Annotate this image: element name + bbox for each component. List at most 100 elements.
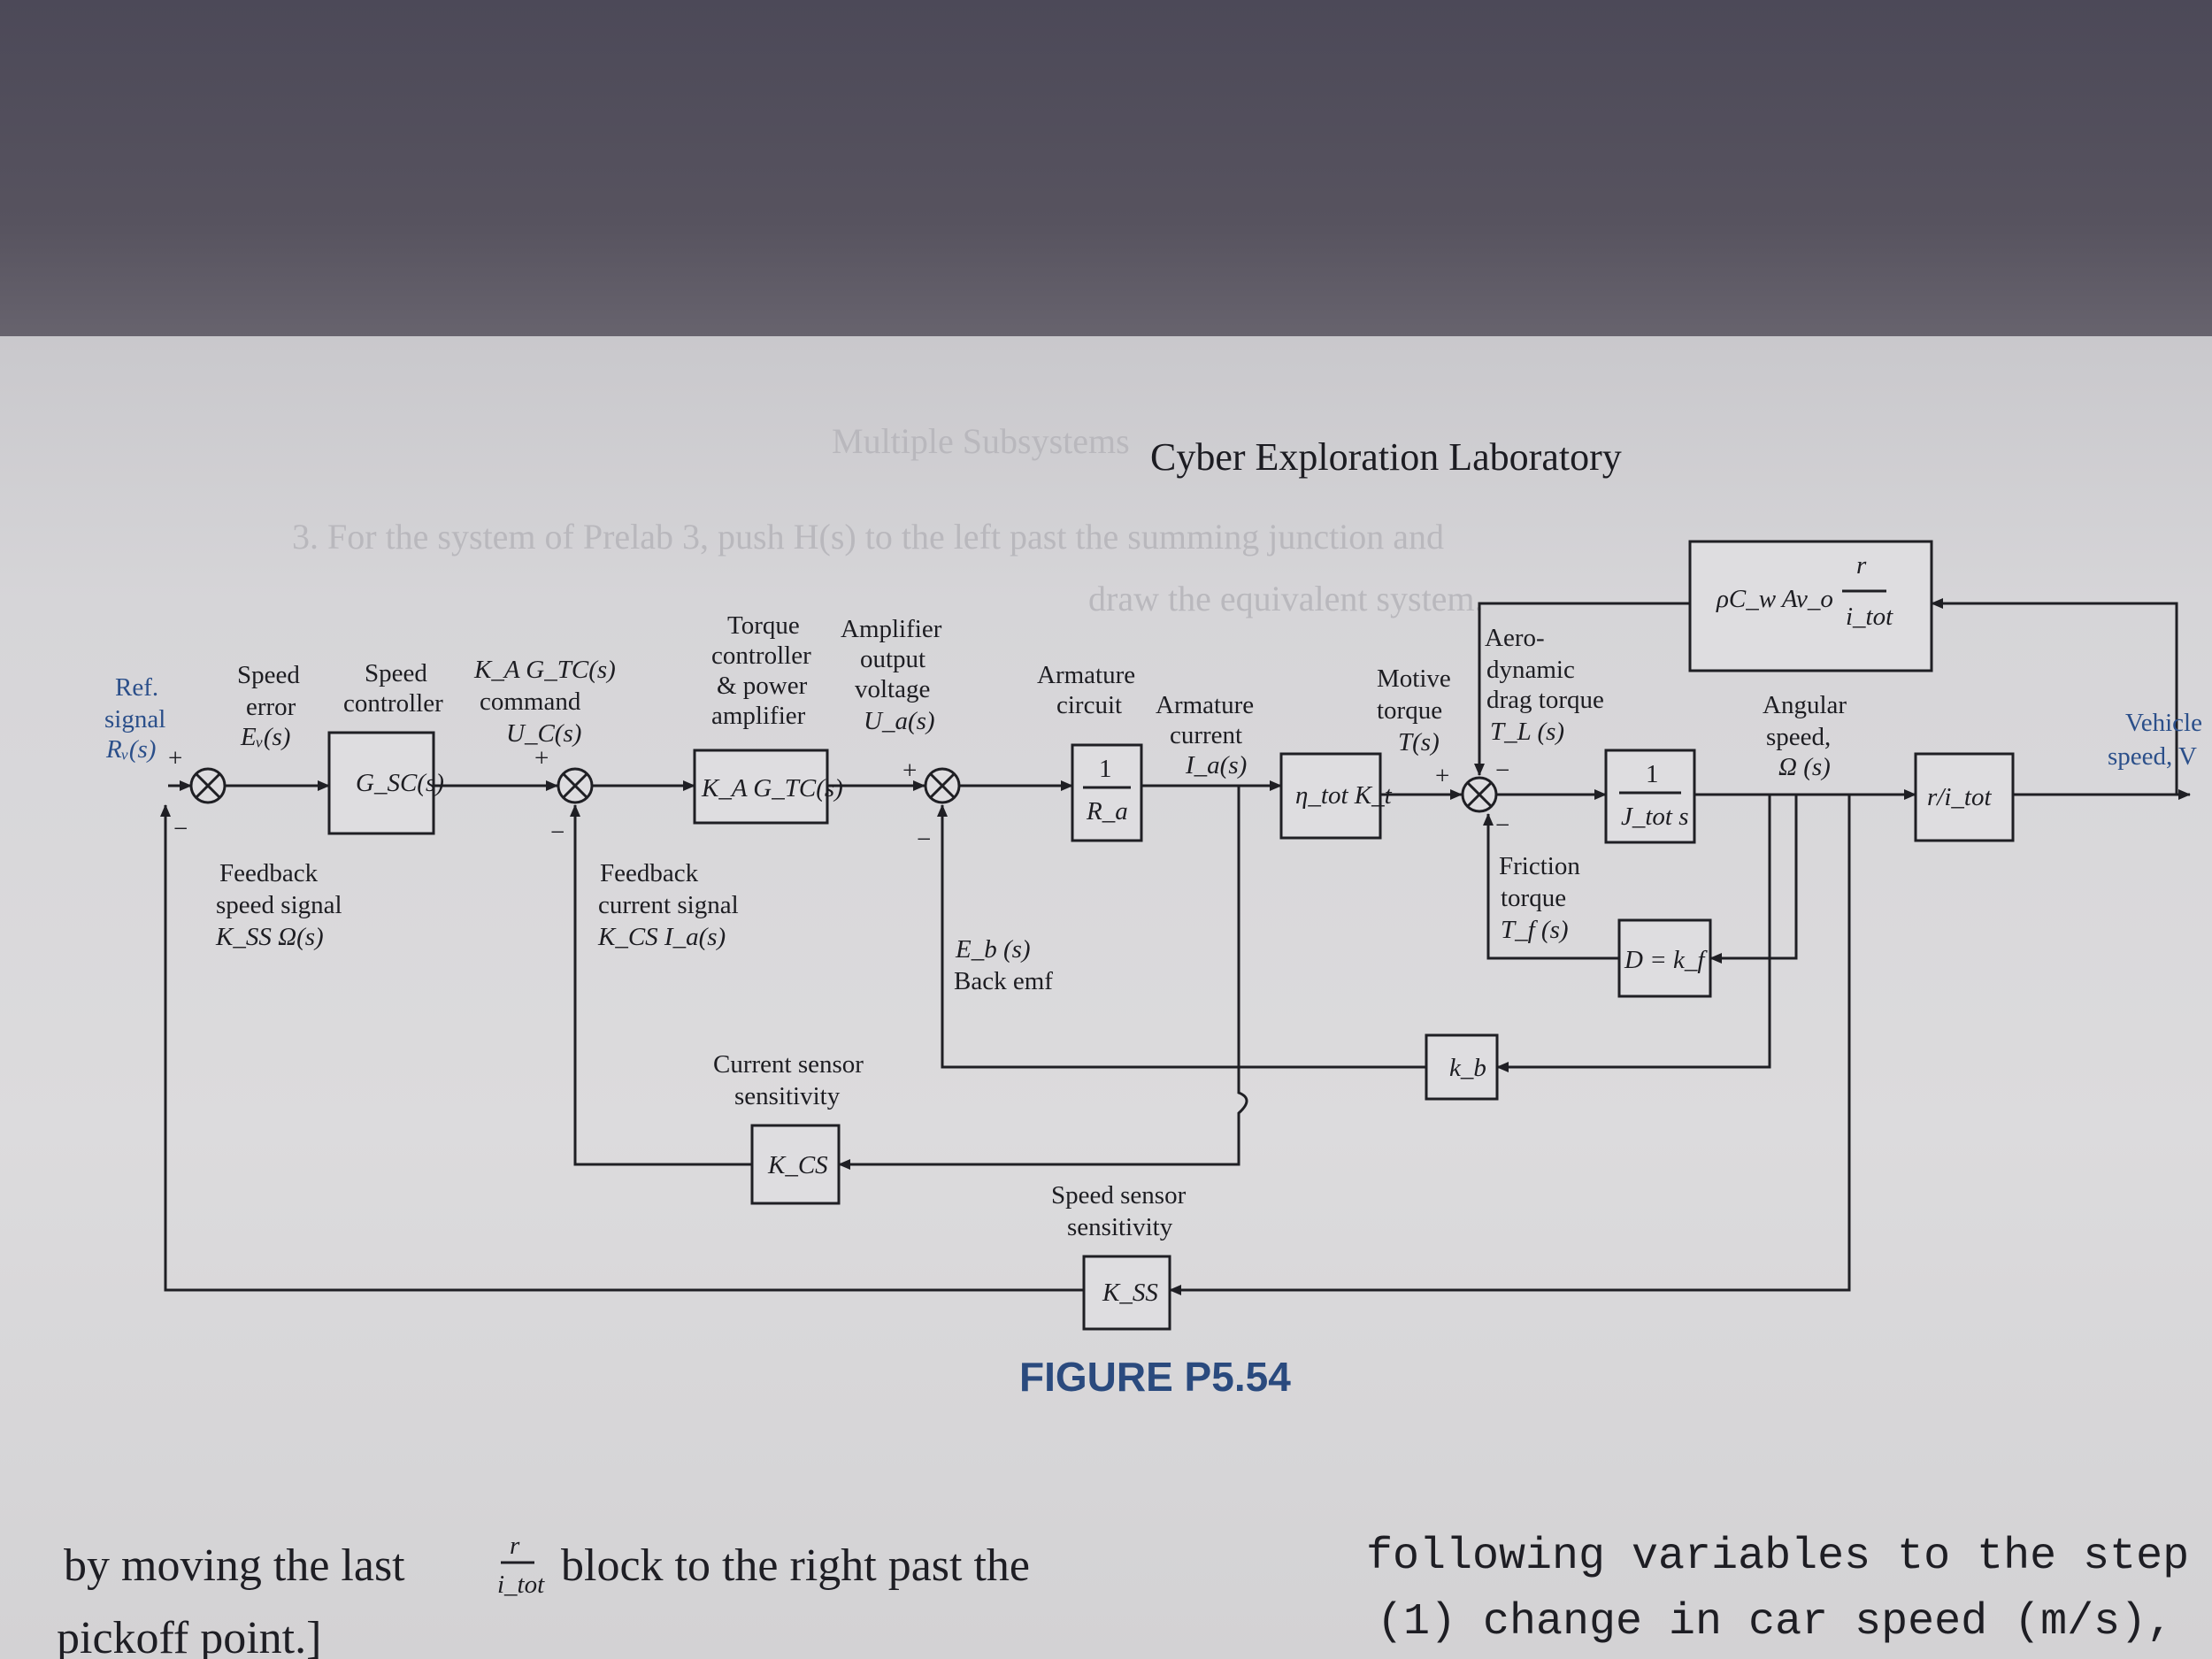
label-ref-3: Rᵥ(s)	[105, 735, 156, 764]
label-command-3: U_C(s)	[506, 719, 581, 748]
block-ratio	[1914, 752, 2015, 842]
block-drag-num: r	[1856, 551, 1867, 580]
label-speed-error-1: Speed	[237, 661, 300, 689]
block-armature	[1071, 743, 1143, 842]
label-fb-speed-1: Feedback	[219, 859, 319, 887]
label-torque-ctrl-3: & power	[717, 672, 808, 700]
block-drag-den: i_tot	[1846, 603, 1893, 631]
label-arm-current-2: current	[1170, 721, 1242, 749]
label-speed-ctrl-1: Speed	[365, 659, 427, 687]
label-arm-circuit-2: circuit	[1056, 691, 1122, 719]
block-kcs-label: K_CS	[767, 1151, 828, 1179]
sign-minus-4a: −	[1495, 757, 1509, 785]
label-arm-current-1: Armature	[1156, 691, 1254, 719]
label-fb-current-3: K_CS I_a(s)	[597, 923, 726, 951]
bottom-left-line-1b: block to the right past the	[561, 1540, 1030, 1591]
label-friction-3: T_f (s)	[1501, 916, 1569, 944]
sign-plus-1: +	[168, 744, 182, 772]
bottom-left-frac-den: i_tot	[497, 1571, 545, 1599]
label-friction-1: Friction	[1499, 852, 1580, 880]
label-arm-current-3: I_a(s)	[1185, 751, 1247, 780]
label-cur-sensor-1: Current sensor	[713, 1050, 864, 1079]
label-amp-2: output	[860, 645, 926, 673]
block-kb-label: k_b	[1449, 1054, 1486, 1082]
label-spd-sensor-2: sensitivity	[1067, 1213, 1173, 1241]
bottom-left-line-2: pickoff point.]	[57, 1613, 321, 1659]
wire-drag-a	[1931, 598, 2178, 795]
wire-friction-a	[1709, 795, 1798, 964]
block-armature-num: 1	[1099, 755, 1112, 783]
wire-current-fb-a	[838, 786, 1248, 1170]
label-fb-current-1: Feedback	[600, 859, 699, 887]
block-inertia-num: 1	[1646, 760, 1659, 788]
label-fb-current-2: current signal	[598, 891, 739, 919]
label-command-1: K_A G_TC(s)	[473, 656, 616, 684]
block-kss	[1082, 1255, 1171, 1331]
wire-backemf-b	[937, 804, 1426, 1069]
label-aero-1: Aero-	[1485, 624, 1545, 652]
sign-minus-4b: −	[1495, 811, 1509, 840]
desk-background	[0, 0, 2212, 372]
block-kcs	[750, 1124, 841, 1205]
ghost-line-2: draw the equivalent system.	[1088, 579, 1484, 618]
label-back-emf-2: Back emf	[954, 967, 1053, 995]
label-motive-2: torque	[1377, 696, 1442, 725]
sum-junction-3	[924, 767, 961, 804]
label-speed-error-3: Eᵥ(s)	[240, 723, 290, 751]
label-amp-1: Amplifier	[841, 615, 942, 643]
label-speed-ctrl-2: controller	[343, 689, 443, 718]
wire-speed-fb-b	[160, 804, 1084, 1292]
sign-plus-4: +	[1435, 762, 1449, 790]
ghost-subsystems: Multiple Subsystems	[832, 421, 1130, 461]
block-gsc-label: G_SC(s)	[356, 769, 444, 797]
wire-backemf-a	[1496, 795, 1771, 1072]
sign-minus-2: −	[550, 818, 565, 847]
wire-current-fb-b	[570, 804, 752, 1166]
label-vehicle-1: Vehicle	[2125, 709, 2202, 737]
block-ratio-label: r/i_tot	[1927, 783, 1992, 811]
label-aero-4: T_L (s)	[1490, 718, 1564, 746]
block-eta-kt	[1279, 752, 1382, 840]
sign-plus-2: +	[534, 744, 549, 772]
figure-caption: FIGURE P5.54	[1019, 1354, 1291, 1400]
sum-junction-2	[557, 767, 594, 804]
block-kb	[1425, 1033, 1499, 1101]
label-motive-3: T(s)	[1398, 728, 1440, 757]
label-vehicle-2: speed, V	[2108, 742, 2197, 771]
block-friction-label: D = k_f	[1624, 946, 1708, 974]
label-command-2: command	[480, 687, 581, 716]
bottom-right-line-1: following variables to the step	[1366, 1532, 2189, 1582]
label-speed-error-2: error	[246, 693, 296, 721]
label-friction-2: torque	[1501, 884, 1566, 912]
block-katc-label: K_A G_TC(s)	[701, 774, 843, 803]
label-back-emf-1: E_b (s)	[955, 935, 1031, 964]
sign-plus-3: +	[902, 757, 917, 785]
page-header: Cyber Exploration Laboratory	[1150, 435, 1622, 479]
block-drag-main: ρC_w Av_o	[1716, 585, 1833, 613]
block-inertia	[1604, 749, 1696, 844]
label-ref-1: Ref.	[115, 673, 158, 702]
label-torque-ctrl-2: controller	[711, 641, 811, 670]
label-angular-1: Angular	[1763, 691, 1847, 719]
label-aero-3: drag torque	[1486, 686, 1604, 714]
sign-minus-3: −	[917, 826, 931, 854]
bottom-left-line-1a: by moving the last	[64, 1540, 405, 1591]
block-inertia-den: J_tot s	[1621, 803, 1689, 831]
label-angular-2: speed,	[1766, 723, 1831, 751]
sum-junction-1	[189, 767, 227, 804]
label-arm-circuit-1: Armature	[1037, 661, 1135, 689]
label-ref-2: signal	[104, 705, 165, 733]
sum-junction-4	[1461, 776, 1498, 813]
label-amp-4: U_a(s)	[864, 707, 935, 735]
label-fb-speed-2: speed signal	[216, 891, 342, 919]
block-katc	[693, 749, 829, 825]
label-torque-ctrl-4: amplifier	[711, 702, 806, 730]
block-gsc	[327, 731, 435, 835]
sign-minus-1: −	[173, 815, 188, 843]
block-drag	[1688, 540, 1933, 672]
block-armature-den: R_a	[1086, 797, 1128, 826]
label-amp-3: voltage	[855, 675, 930, 703]
label-cur-sensor-2: sensitivity	[734, 1082, 841, 1110]
bottom-right-line-2: (1) change in car speed (m/s),	[1377, 1597, 2173, 1647]
